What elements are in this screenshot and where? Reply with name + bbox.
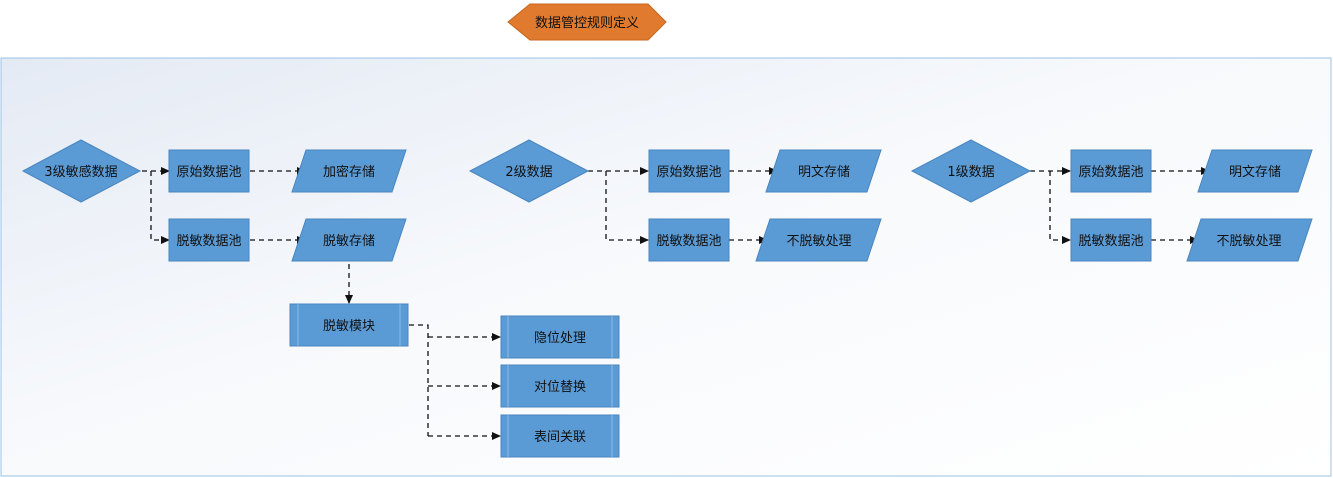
masking-module xyxy=(289,303,409,347)
level-2-masked-pool xyxy=(648,218,730,262)
level-2-masked-storage-label: 不脱敏处理 xyxy=(786,234,851,249)
edge-level1-masked xyxy=(1049,171,1071,244)
level-2-raw-storage xyxy=(765,149,882,193)
level-3-raw-pool xyxy=(168,149,250,193)
edge-level3-masked xyxy=(150,171,170,244)
level-3-masked-storage-label: 脱敏存储 xyxy=(323,234,375,249)
method-replace-label: 对位替换 xyxy=(534,380,586,395)
title-shape xyxy=(507,3,667,41)
method-join-label: 表间关联 xyxy=(534,430,586,445)
level-2-diamond xyxy=(468,139,590,203)
level-2-masked-pool-label: 脱敏数据池 xyxy=(656,234,721,249)
diagram-panel xyxy=(0,57,1332,477)
title-text: 数据管控规则定义 xyxy=(535,16,639,31)
level-3-masked-storage xyxy=(291,218,407,262)
level-3-label: 3级敏感数据 xyxy=(44,164,117,180)
level-1-masked-pool xyxy=(1070,218,1152,262)
level-3-raw-storage xyxy=(291,149,407,193)
level-1-masked-storage xyxy=(1186,218,1313,262)
level-3-diamond xyxy=(21,139,142,203)
masking-module-label: 脱敏模块 xyxy=(323,319,375,334)
masking-module-group: 脱敏模块 隐位处理 对位替换 表间关联 xyxy=(289,303,620,458)
level-3-raw-pool-label: 原始数据池 xyxy=(176,165,241,180)
level-1-raw-pool-label: 原始数据池 xyxy=(1078,165,1143,180)
group-level-1: 1级数据 原始数据池 脱敏数据池 明文存储 不脱敏处理 xyxy=(910,139,1313,262)
level-1-diamond xyxy=(910,139,1032,203)
edge-module-bus xyxy=(409,324,429,436)
level-3-masked-pool-label: 脱敏数据池 xyxy=(176,234,241,249)
method-hide xyxy=(500,315,620,359)
method-join xyxy=(500,414,620,458)
method-hide-label: 隐位处理 xyxy=(534,331,586,346)
level-1-raw-pool xyxy=(1070,149,1152,193)
diagram-title: 数据管控规则定义 xyxy=(507,3,667,41)
method-replace xyxy=(500,364,620,408)
group-level-2: 2级数据 原始数据池 脱敏数据池 明文存储 不脱敏处理 xyxy=(468,139,882,262)
level-2-label: 2级数据 xyxy=(505,165,552,180)
edge-level2-masked xyxy=(605,171,649,244)
level-1-raw-storage-label: 明文存储 xyxy=(1229,165,1281,180)
level-1-raw-storage xyxy=(1197,149,1313,193)
level-1-masked-storage-label: 不脱敏处理 xyxy=(1216,234,1281,249)
level-2-raw-storage-label: 明文存储 xyxy=(798,165,850,180)
level-2-masked-storage xyxy=(755,218,882,262)
level-2-raw-pool-label: 原始数据池 xyxy=(656,165,721,180)
level-3-raw-storage-label: 加密存储 xyxy=(323,164,375,180)
level-1-masked-pool-label: 脱敏数据池 xyxy=(1078,234,1143,249)
group-level-3: 3级敏感数据 原始数据池 脱敏数据池 加密存储 脱敏存储 xyxy=(21,139,407,304)
level-1-label: 1级数据 xyxy=(947,165,994,180)
level-2-raw-pool xyxy=(648,149,730,193)
level-3-masked-pool xyxy=(168,218,250,262)
